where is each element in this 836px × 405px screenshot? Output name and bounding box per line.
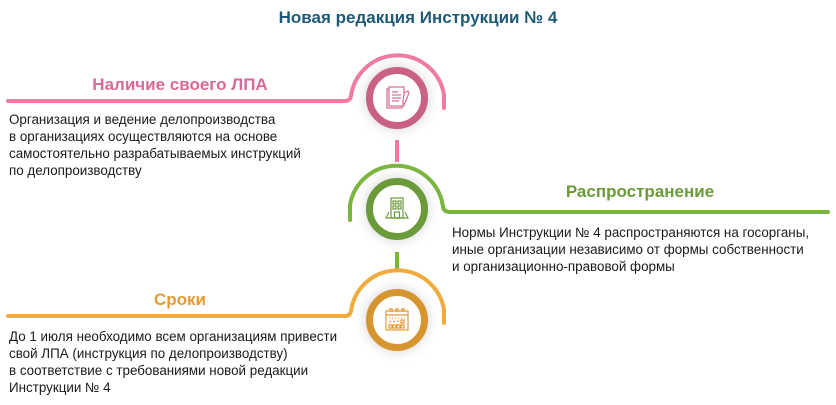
calendar-icon <box>385 307 409 331</box>
section-heading-scope: Распространение <box>565 182 715 201</box>
building-icon <box>385 197 409 219</box>
section-text-lpa: Организация и ведение делопроизводства в… <box>9 112 301 178</box>
node-scope <box>366 178 428 240</box>
section-heading-deadlines: Сроки <box>153 290 206 309</box>
section-heading-lpa: Наличие своего ЛПА <box>92 75 268 94</box>
section-text-deadlines: До 1 июля необходимо всем организациям п… <box>9 329 338 395</box>
document-pen-icon <box>386 86 410 109</box>
node-lpa <box>366 67 428 129</box>
section-text-scope: Нормы Инструкции № 4 распространяются на… <box>452 225 810 274</box>
page-title: Новая редакция Инструкции № 4 <box>278 8 558 27</box>
node-deadlines <box>366 289 428 351</box>
